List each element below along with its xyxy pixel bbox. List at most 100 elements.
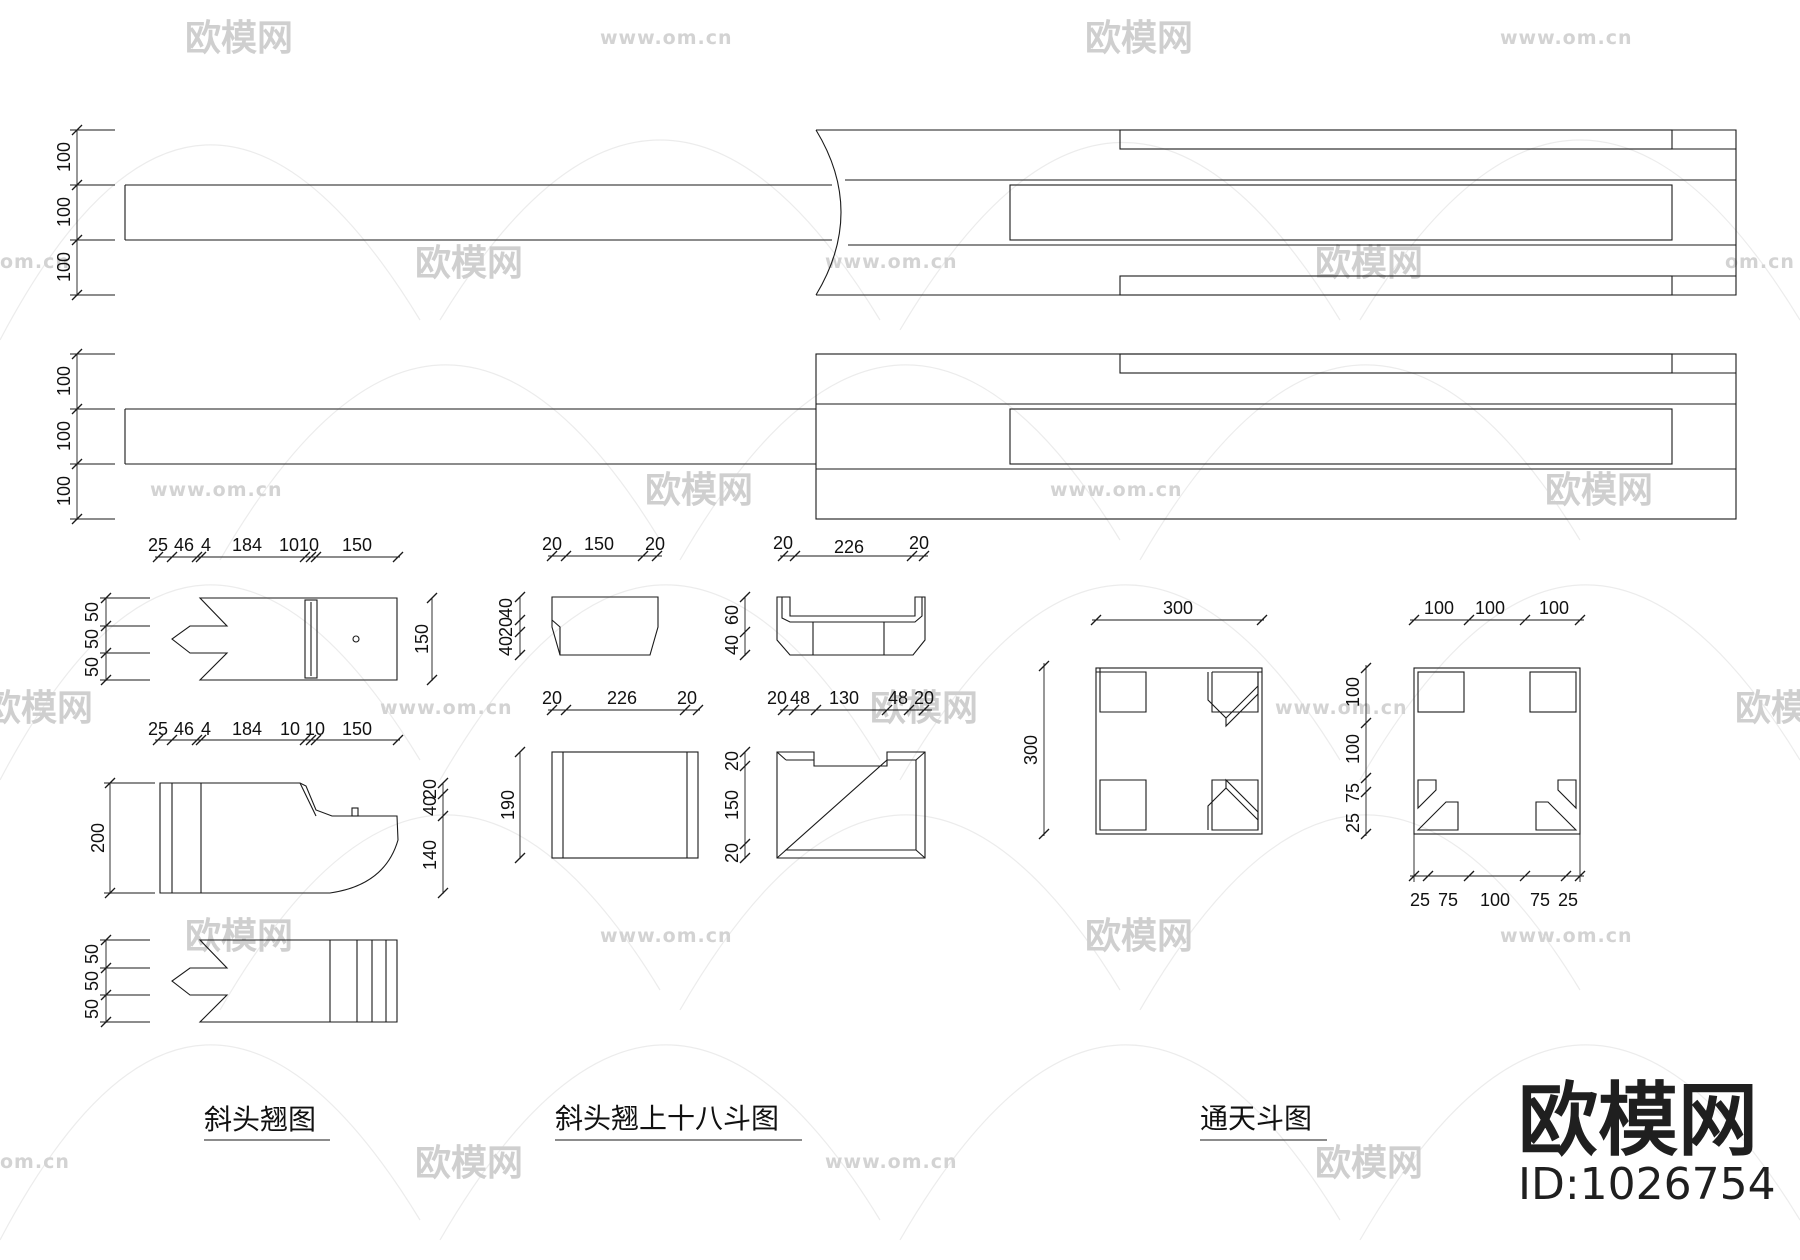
slot-top (1119, 129, 1673, 150)
dimension-label: 75 (1343, 783, 1363, 803)
dimension-label: 150 (342, 719, 372, 739)
watermark-text: 欧模网 (185, 916, 293, 957)
plan-top-view-2: 100 100 100 (54, 348, 1737, 525)
watermark-text: 欧模网 (185, 18, 293, 59)
oblique-head-plan (171, 597, 398, 681)
bracket-block (815, 353, 1737, 520)
dimension-label: 48 (790, 688, 810, 708)
caption-tongtian-dou: 通天斗图 (1200, 1102, 1312, 1135)
dimension-label: 226 (834, 537, 864, 557)
dimension-label: 184 (232, 719, 262, 739)
brand-logo: 欧模网 ID:1026754 (1518, 1074, 1776, 1210)
dimension-label: 100 (54, 252, 74, 282)
tongtian-dou-plan (1095, 667, 1263, 835)
watermark-text: 欧模网 (1315, 1143, 1423, 1184)
dimension-label: 75 (1530, 890, 1550, 910)
watermark-url: om.cn (1725, 251, 1795, 273)
tongtian-dou-plan (1413, 667, 1581, 835)
dimension-label: 46 (174, 535, 194, 555)
dimension-label: 100 (54, 366, 74, 396)
dimension-label: 300 (1021, 735, 1041, 765)
caption-eighteen-dou: 斜头翘上十八斗图 (555, 1102, 779, 1135)
dou-plan (551, 751, 699, 859)
dimension-label: 10 (305, 719, 325, 739)
corner-block (1099, 779, 1147, 831)
slot-bottom (1119, 275, 1673, 296)
dimension-label: 100 (54, 197, 74, 227)
tongtian-dou-views: 300 300 100 100 100 100 100 75 25 25 75 (1021, 598, 1586, 1141)
oblique-head-bottom (171, 939, 398, 1023)
eighteen-dou-views: 20 150 20 40 20 40 20 226 20 60 40 20 22… (496, 533, 934, 1141)
slot-middle (1009, 184, 1673, 241)
watermark-url: www.om.cn (825, 251, 958, 273)
dimension-label: 20 (645, 534, 665, 554)
dimension-label: 50 (82, 657, 102, 677)
dimension-label: 25 (1410, 890, 1430, 910)
watermark-url: www.om.cn (1275, 697, 1408, 719)
dimension-label: 20 (496, 617, 516, 637)
watermark-text: 欧模网 (415, 243, 523, 284)
corner-block (1535, 779, 1578, 831)
dimension-label: 4 (201, 719, 211, 739)
oblique-head-views: 25 46 4 184 1010 150 50 50 50 150 25 46 … (82, 535, 449, 1141)
dimension-label: 75 (1438, 890, 1458, 910)
dimension-label: 100 (1539, 598, 1569, 618)
dimension-label: 25 (148, 535, 168, 555)
curved-cut (815, 129, 842, 296)
dimension-label: 100 (54, 421, 74, 451)
watermark-texts: 欧模网 www.om.cn 欧模网 www.om.cn 欧模网 om.cn ww… (0, 18, 1800, 1184)
corner-block (1416, 779, 1459, 831)
dimension-label: 100 (1480, 890, 1510, 910)
peg-hole (352, 635, 360, 643)
dimension-label: 20 (420, 779, 440, 799)
caption-oblique-head: 斜头翘图 (204, 1103, 316, 1136)
dimension-label: 190 (498, 790, 518, 820)
dimension-label: 150 (722, 790, 742, 820)
notch (304, 599, 318, 679)
dimension-label: 25 (148, 719, 168, 739)
dou-slotted-plan (776, 751, 926, 859)
dimension-label: 40 (496, 598, 516, 618)
dimension-label: 25 (1558, 890, 1578, 910)
brand-id: ID:1026754 (1518, 1159, 1776, 1210)
slot-top (1119, 353, 1673, 374)
dimension-label: 10 (280, 719, 300, 739)
dimension-label: 200 (88, 823, 108, 853)
dimension-label: 46 (174, 719, 194, 739)
slot-middle (1009, 408, 1673, 465)
long-beam (124, 408, 816, 465)
dimension-label: 25 (1343, 813, 1363, 833)
dimension-label: 140 (420, 840, 440, 870)
watermark-arcs (0, 139, 1800, 1241)
watermark-text: 欧模网 (1085, 916, 1193, 957)
dimension-label: 40 (420, 796, 440, 816)
dimension-label: 100 (1343, 734, 1363, 764)
dimension-label: 300 (1163, 598, 1193, 618)
brand-name: 欧模网 (1518, 1074, 1758, 1167)
dimension-label: 40 (496, 636, 516, 656)
corner-block (1417, 671, 1465, 713)
long-beam (124, 184, 832, 241)
dimension-label: 100 (54, 476, 74, 506)
corner-block (1529, 671, 1577, 713)
dimension-label: 130 (829, 688, 859, 708)
watermark-text: 欧模网 (0, 688, 93, 729)
dimension-label: 20 (909, 533, 929, 553)
dimension-label: 20 (914, 688, 934, 708)
dimension-label: 60 (722, 605, 742, 625)
bracket-block (816, 129, 1737, 296)
watermark-text: 欧模网 (1545, 470, 1653, 511)
dimension-label: 50 (82, 602, 102, 622)
dimension-label: 100 (54, 142, 74, 172)
dimension-label: 150 (412, 624, 432, 654)
plan-top-view-1: 100 100 100 (54, 124, 1737, 301)
dimension-label: 20 (542, 534, 562, 554)
dimension-label: 20 (677, 688, 697, 708)
corner-block (1096, 668, 1147, 713)
dimension-label: 20 (542, 688, 562, 708)
watermark-url: www.om.cn (600, 925, 733, 947)
dimension-label: 150 (342, 535, 372, 555)
dimension-label: 100 (1424, 598, 1454, 618)
